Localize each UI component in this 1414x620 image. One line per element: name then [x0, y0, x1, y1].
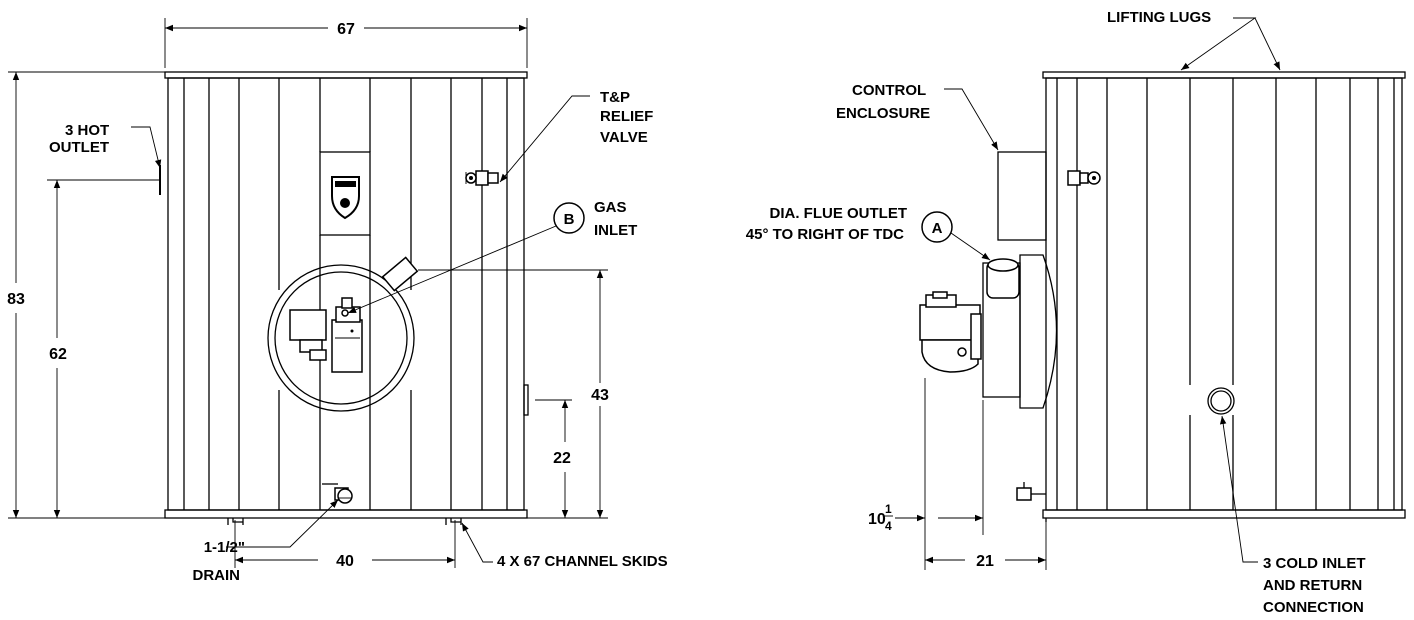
cold-inlet-label-3: CONNECTION [1263, 599, 1364, 616]
flue-outlet-label-2: 45° TO RIGHT OF TDC [746, 226, 904, 243]
side-burner-assembly [919, 254, 1058, 409]
dim-burner-projection: 21 [976, 553, 994, 570]
drain-valve [322, 483, 353, 504]
drain-label-1: 1-1/2" [204, 539, 245, 556]
control-enclosure-label-2: ENCLOSURE [836, 105, 930, 122]
front-jacket-panels [183, 78, 508, 510]
dim-hot-outlet-height: 62 [49, 346, 67, 363]
front-labels: 3 HOT OUTLET T&P RELIEF VALVE B GAS INLE… [49, 89, 668, 584]
callout-a-bubble [921, 211, 953, 243]
dim-width: 67 [337, 21, 355, 38]
dim-burner-center-height: 43 [591, 387, 609, 404]
dim-cold-connection-height: 22 [553, 450, 571, 467]
side-jacket-panels [1056, 78, 1395, 510]
drain-label-2: DRAIN [193, 567, 241, 584]
hot-outlet-label-2: OUTLET [49, 139, 109, 156]
front-side-fitting [523, 384, 529, 416]
relief-valve-label-1: T&P [600, 89, 630, 106]
side-relief-valve [1067, 170, 1101, 186]
front-dimensions: 67 83 62 43 22 40 [7, 18, 609, 570]
cold-inlet-label-2: AND RETURN [1263, 577, 1362, 594]
control-enclosure [997, 151, 1047, 241]
callout-b-bubble [553, 202, 585, 234]
relief-valve-label-2: RELIEF [600, 108, 653, 125]
control-enclosure-label-1: CONTROL [852, 82, 926, 99]
dim-overall-height: 83 [7, 291, 25, 308]
cold-inlet-label-1: 3 COLD INLET [1263, 555, 1366, 572]
callout-a: A [932, 220, 943, 237]
cold-inlet-connection [1207, 387, 1235, 415]
side-labels: LIFTING LUGS CONTROL ENCLOSURE DIA. FLUE… [746, 9, 1366, 616]
side-view [919, 71, 1406, 522]
front-burner-assembly [267, 256, 419, 412]
relief-valve [465, 170, 499, 186]
side-drain-valve [1016, 482, 1046, 501]
channel-skids-label: 4 X 67 CHANNEL SKIDS [497, 553, 668, 570]
manufacturer-logo [331, 176, 360, 220]
relief-valve-label-3: VALVE [600, 129, 648, 146]
flue-outlet-label-1: DIA. FLUE OUTLET [770, 205, 908, 222]
dim-burner-base-denominator: 4 [885, 519, 892, 533]
callout-b: B [564, 211, 575, 228]
channel-skids-front [227, 518, 462, 525]
front-view [159, 71, 529, 525]
nameplate-panel [319, 151, 371, 236]
gas-inlet-label-2: INLET [594, 222, 637, 239]
hot-outlet-label-1: 3 HOT [65, 122, 109, 139]
lifting-lugs-label: LIFTING LUGS [1107, 9, 1211, 26]
dim-skid-spacing: 40 [336, 553, 354, 570]
dim-burner-base-whole: 10 [868, 511, 886, 528]
dim-burner-base-numerator: 1 [885, 502, 892, 516]
gas-inlet-label-1: GAS [594, 199, 627, 216]
side-dimensions: 10 1 4 21 [868, 378, 1047, 570]
